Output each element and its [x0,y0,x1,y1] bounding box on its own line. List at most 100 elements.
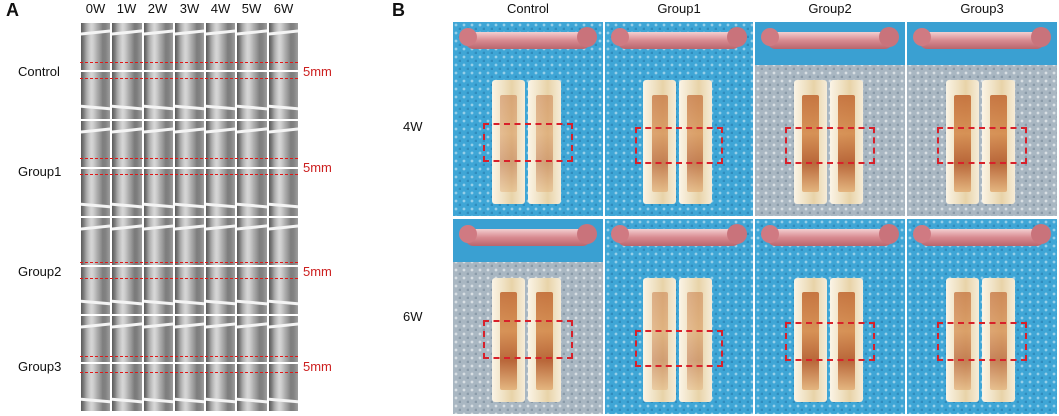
marrow [838,292,855,390]
xray-image [81,169,111,216]
defect-region-box [785,322,875,362]
defect-region-box [634,330,724,368]
panel-a-column-headers: 0W 1W 2W 3W 4W 5W 6W [80,1,299,19]
fixation-pin [268,104,298,111]
marrow [990,95,1007,192]
scale-line [80,356,298,357]
xray-image [112,120,142,168]
xray-image [81,266,111,314]
col-header-2w: 2W [147,1,168,16]
fixation-pin [112,299,142,306]
fixation-pin [81,29,111,37]
fixation-pin [206,224,236,232]
marrow [954,95,971,192]
fixation-pin [112,202,142,209]
fixation-pin [143,322,173,329]
xray-image [174,23,205,70]
femur-specimen [610,223,748,247]
fixation-pin [112,29,142,37]
fixation-pin [174,202,205,209]
fixation-pin [206,127,236,134]
xray-image [174,266,205,314]
femur-specimen [610,26,748,50]
defect-region-box [937,322,1027,362]
scale-label-group3: 5mm [303,359,332,374]
xray-image [112,71,142,119]
photo-group2-4w [755,22,905,216]
fixation-pin [237,202,267,209]
xray-image [143,218,173,265]
col-header-1w: 1W [116,1,137,16]
fixation-pin [237,299,267,306]
fixation-pin [206,322,236,329]
col-header-3w: 3W [179,1,200,16]
fixation-pin [112,397,142,404]
xray-image [206,120,236,168]
row-label-group2: Group2 [18,264,62,279]
xray-image [268,71,298,119]
bone-section-right [982,277,1015,403]
bone-section-left [794,277,827,403]
bone-section-left [794,80,827,205]
fixation-pin [143,299,173,306]
bone-section-right [830,277,863,403]
bone-section-right [679,80,712,205]
femur-specimen [913,26,1051,50]
b-col-header-control: Control [507,1,549,16]
fixation-pin [143,224,173,232]
fixation-pin [81,202,111,209]
fixation-pin [237,127,267,134]
xray-image [143,23,173,70]
xray-image [112,266,142,314]
fixation-pin [81,322,111,329]
fixation-pin [206,299,236,306]
bone-section-right [528,277,561,403]
xray-image [174,218,205,265]
bone-section-left [492,80,525,205]
fixation-pin [143,29,173,37]
marrow [536,95,553,192]
panel-b-label: B [392,0,405,20]
fixation-pin [237,104,267,111]
xray-image [268,266,298,314]
col-header-6w: 6W [273,1,294,16]
scale-label-control: 5mm [303,64,332,79]
xray-image [81,71,111,119]
xray-image [237,23,267,70]
scale-label-group1: 5mm [303,160,332,175]
xray-image [174,169,205,216]
xray-image [268,315,298,363]
defect-region-box [785,126,875,164]
photo-control-6w [453,219,603,414]
fixation-pin [268,224,298,232]
fixation-pin [81,104,111,111]
xray-image [143,120,173,168]
xray-image [112,315,142,363]
fixation-pin [81,299,111,306]
fixation-pin [206,104,236,111]
marrow [802,95,819,192]
bone-section-left [946,277,979,403]
bone-section-left [643,277,677,403]
bone-section-right [982,80,1015,205]
xray-image [237,218,267,265]
xray-image [81,315,111,363]
photo-group2-6w [755,219,905,414]
defect-region-box [634,126,724,164]
xray-image [143,315,173,363]
xray-image [206,71,236,119]
xray-image [268,169,298,216]
xray-image [237,71,267,119]
row-label-group1: Group1 [18,164,62,179]
xray-image [112,169,142,216]
xray-image [206,266,236,314]
bone-section-left [946,80,979,205]
xray-image [174,71,205,119]
scale-line [80,78,298,79]
xray-image [174,120,205,168]
xray-image [81,23,111,70]
xray-image [143,266,173,314]
xray-image [143,71,173,119]
scale-label-group2: 5mm [303,264,332,279]
fixation-pin [143,202,173,209]
